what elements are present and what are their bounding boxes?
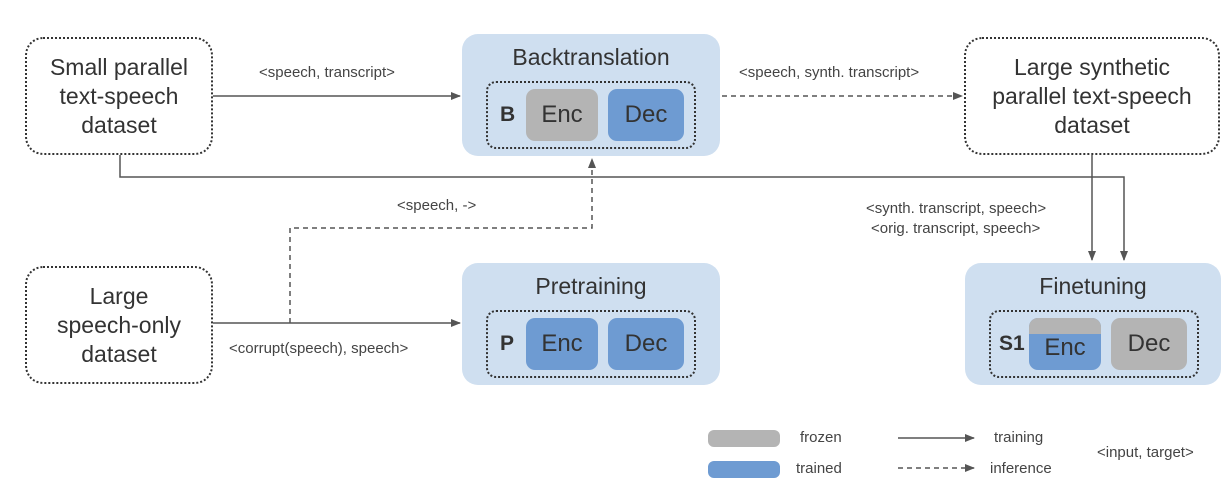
model-box-finetuning: S1 Enc Dec [989, 310, 1199, 378]
model-tag-p: P [500, 332, 515, 355]
legend-training-label: training [994, 429, 1044, 446]
decoder-block-frozen: Dec [1111, 318, 1187, 370]
edge-label-synth-transcript-speech: <synth. transcript, speech> [866, 200, 1047, 217]
encoder-frozen-top [1029, 318, 1101, 334]
legend-trained-label: trained [796, 460, 842, 477]
edge-small-to-finetuning [119, 155, 1128, 261]
panel-title-finetuning: Finetuning [1039, 273, 1147, 299]
edge-label-speech-synth-transcript: <speech, synth. transcript> [739, 64, 920, 81]
legend-frozen-swatch [708, 430, 780, 447]
model-box-backtranslation: B Enc Dec [486, 81, 696, 149]
legend-trained-swatch [708, 461, 780, 478]
edge-label-speech-transcript: <speech, transcript> [259, 64, 395, 81]
edge-label-corrupt-speech: <corrupt(speech), speech> [229, 340, 409, 357]
edge-speechonly-to-backtranslation [289, 158, 596, 323]
legend-input-target: <input, target> [1097, 444, 1194, 461]
legend-inference-label: inference [990, 460, 1052, 477]
encoder-label: Enc [1044, 334, 1086, 361]
panel-pretraining: Pretraining P Enc Dec [462, 263, 720, 385]
panel-backtranslation: Backtranslation B Enc Dec [462, 34, 720, 156]
dataset-small-parallel: Small parallel text-speech dataset [25, 37, 213, 155]
model-tag-b: B [500, 103, 516, 126]
edge-label-orig-transcript-speech: <orig. transcript, speech> [871, 220, 1041, 237]
dataset-large-synthetic: Large synthetic parallel text-speech dat… [964, 37, 1220, 155]
encoder-block-partially-frozen: Enc [1029, 318, 1101, 370]
panel-title-pretraining: Pretraining [535, 273, 647, 299]
decoder-block-trained: Dec [608, 318, 684, 370]
encoder-block-frozen: Enc [526, 89, 598, 141]
edge-label-speech-dash: <speech, -> [397, 197, 477, 214]
encoder-block-trained: Enc [526, 318, 598, 370]
model-tag-s1: S1 [999, 332, 1025, 355]
panel-title-backtranslation: Backtranslation [512, 44, 670, 70]
decoder-block-trained: Dec [608, 89, 684, 141]
panel-finetuning: Finetuning S1 Enc Dec [965, 263, 1221, 385]
dataset-large-speech-only: Large speech-only dataset [25, 266, 213, 384]
legend-frozen-label: frozen [800, 429, 842, 446]
model-box-pretraining: P Enc Dec [486, 310, 696, 378]
